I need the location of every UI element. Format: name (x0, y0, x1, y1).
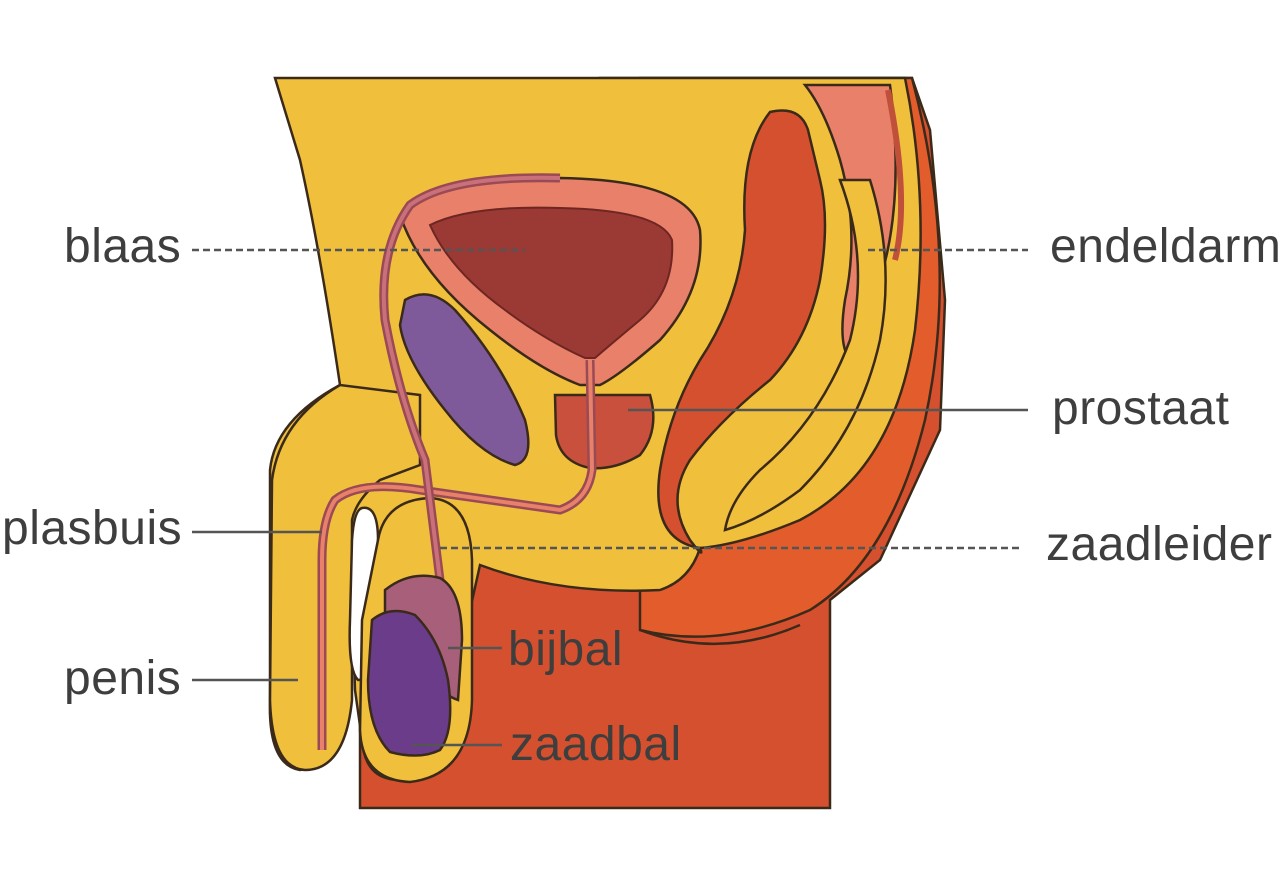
label-endeldarm: endeldarm (1050, 220, 1280, 273)
label-zaadleider: zaadleider (1046, 518, 1272, 571)
testicle-shape (366, 609, 452, 757)
label-penis: penis (64, 652, 181, 705)
rectum-wall (657, 109, 827, 554)
penis-shape (268, 383, 422, 772)
label-zaadbal: zaadbal (510, 718, 682, 771)
urethra-duct-inner (320, 359, 595, 750)
label-prostaat: prostaat (1052, 382, 1229, 435)
label-blaas: blaas (64, 220, 181, 273)
seminal-vesicle (398, 293, 530, 467)
rectum-inner-line (885, 89, 905, 261)
label-bijbal: bijbal (508, 623, 623, 676)
label-plasbuis: plasbuis (2, 502, 182, 555)
bladder-lumen (428, 206, 674, 359)
rectum-fold (723, 178, 887, 532)
vas-deferens-duct-inner (381, 175, 561, 581)
gluteal-crease (639, 623, 801, 646)
prostate-gland (553, 393, 655, 470)
